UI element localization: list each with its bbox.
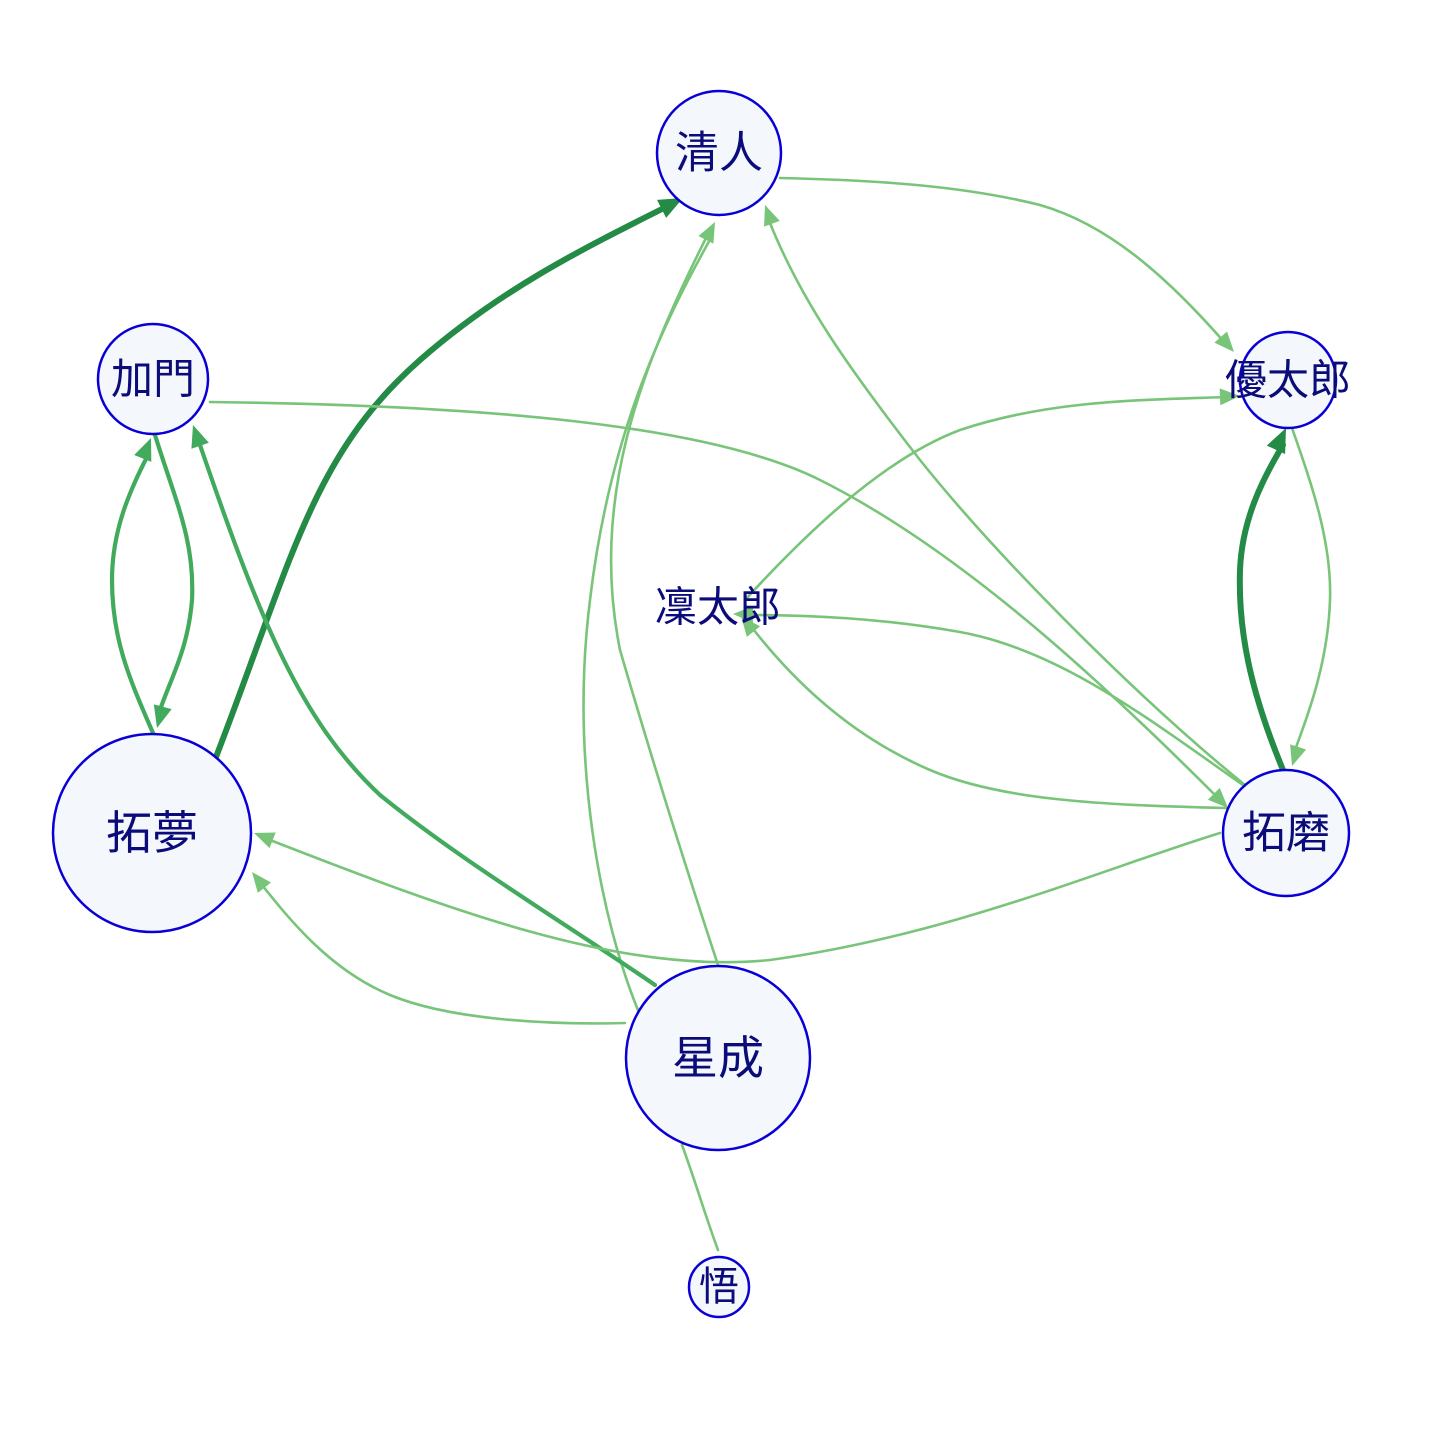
arrowhead-takuma-to-yutaro: [1266, 428, 1286, 455]
node-circle-satoru[interactable]: [687, 1255, 751, 1319]
node-circle-yutaro[interactable]: [1238, 330, 1338, 430]
arrowhead-takuma-to-rintaro: [741, 616, 761, 637]
node-kiyoto[interactable]: 清人: [655, 89, 783, 217]
arrowhead-takumu-to-kamon: [134, 438, 152, 462]
edge-satoru-to-seina: [680, 1143, 720, 1252]
arrowhead-rintaro-to-yutaro: [1219, 388, 1240, 406]
edge-yutaro-to-takuma: [1290, 426, 1332, 752]
edge-seina-to-kiyoto: [609, 238, 720, 967]
node-satoru[interactable]: 悟: [687, 1255, 751, 1319]
edge-takuma-to-rintaro: [748, 623, 1228, 810]
arrowhead-seina-to-kamon: [191, 425, 209, 449]
node-circle-kamon[interactable]: [96, 322, 210, 436]
node-circle-kiyoto[interactable]: [655, 89, 783, 217]
arrowhead-kamon-to-takuma: [1207, 787, 1228, 808]
node-takumu[interactable]: 拓夢: [51, 732, 253, 934]
edge-kamon-to-takumu: [152, 432, 195, 713]
node-label-yutaro: 優太郎: [1225, 356, 1351, 405]
node-label-takuma: 拓磨: [1242, 808, 1330, 859]
node-circle-takumu[interactable]: [51, 732, 253, 934]
node-label-kiyoto: 清人: [675, 128, 763, 179]
node-label-kamon: 加門: [111, 355, 195, 404]
node-label-rintaro: 凜太郎: [655, 583, 781, 632]
node-label-satoru: 悟: [699, 1264, 739, 1310]
edge-kiyoto-to-yutaro: [778, 176, 1227, 345]
arrowhead-seina-to-kiyoto: [698, 222, 715, 244]
edge-takuma-to-kiyoto: [766, 216, 1247, 787]
arrowhead-takuma-to-rintaro: [733, 605, 754, 623]
arrowhead-kiyoto-to-yutaro: [1214, 331, 1234, 352]
node-circle-seina[interactable]: [624, 964, 812, 1152]
edge-takumu-to-kamon: [109, 452, 156, 736]
edge-rintaro-to-yutaro: [743, 395, 1230, 602]
arrowhead-takumu-to-kiyoto: [657, 198, 683, 218]
edges-layer: [109, 176, 1332, 1252]
node-label-takumu: 拓夢: [106, 806, 198, 860]
node-label-seina: 星成: [672, 1031, 764, 1085]
edge-seina-to-kamon: [197, 442, 658, 988]
arrowhead-yutaro-to-takuma: [1290, 744, 1307, 766]
edge-takuma-to-yutaro: [1236, 442, 1286, 773]
edge-takuma-to-rintaro: [743, 613, 1245, 787]
arrowhead-takuma-to-takumu: [254, 832, 276, 849]
node-takuma[interactable]: 拓磨: [1221, 768, 1351, 898]
node-kamon[interactable]: 加門: [96, 322, 210, 436]
node-yutaro[interactable]: 優太郎: [1225, 330, 1351, 430]
edge-seina-to-takumu: [260, 883, 627, 1025]
edge-takumu-to-kiyoto: [213, 202, 673, 760]
edge-kamon-to-takuma: [208, 400, 1217, 797]
edge-takuma-to-takumu: [268, 831, 1222, 964]
arrowhead-takuma-to-kiyoto: [764, 205, 780, 227]
arrowhead-seina-to-takumu: [252, 872, 272, 893]
node-rintaro[interactable]: 凜太郎: [655, 583, 781, 632]
arrowhead-kamon-to-takumu: [153, 704, 172, 728]
node-circle-takuma[interactable]: [1221, 768, 1351, 898]
node-seina[interactable]: 星成: [624, 964, 812, 1152]
